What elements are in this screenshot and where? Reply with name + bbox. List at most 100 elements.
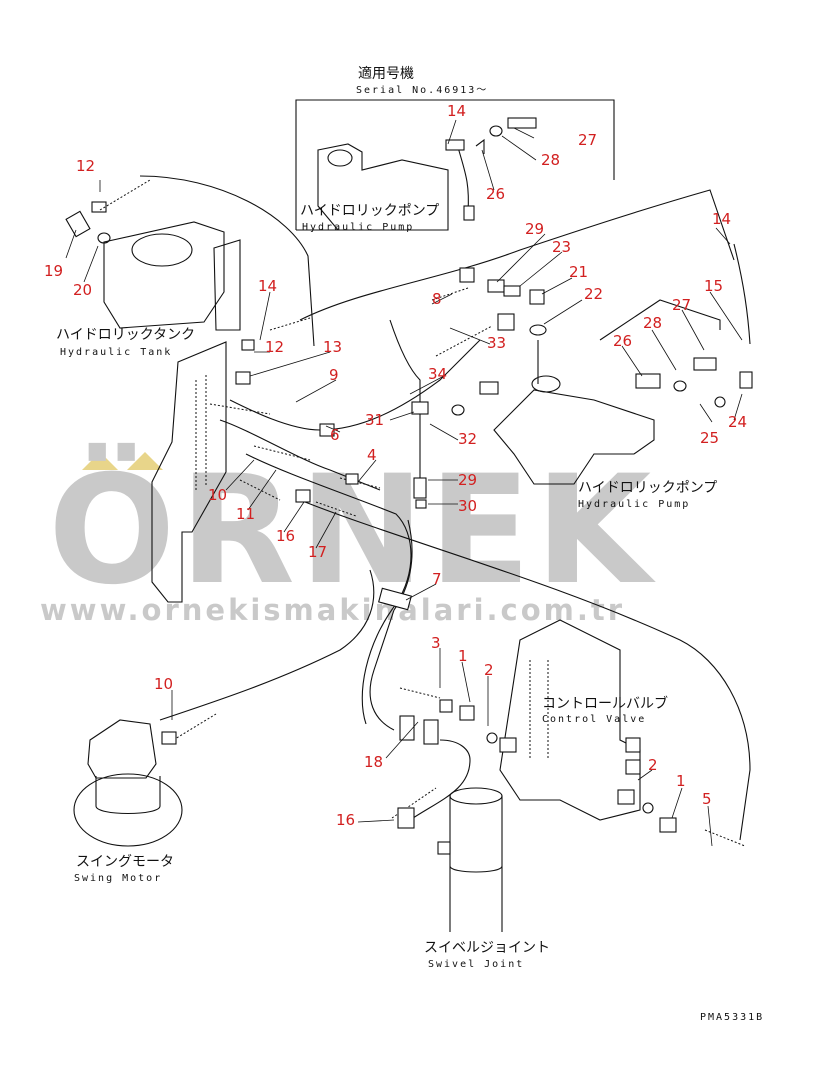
inset-fitting: [463, 205, 475, 221]
fitting-16-lower: [397, 807, 415, 829]
part-label: 1: [676, 772, 686, 790]
valve-port-1: [625, 737, 641, 753]
hose-14-end: [733, 243, 751, 345]
hose-12-upper: [139, 175, 315, 347]
part-label: 11: [236, 505, 255, 523]
bolt-34: [479, 381, 499, 395]
part-label: 10: [208, 486, 227, 504]
part-label: 29: [458, 471, 477, 489]
part-label: 28: [541, 151, 560, 169]
pump-inlet: [531, 375, 561, 393]
part-label: 10: [154, 675, 173, 693]
motor-caption-jp: スイングモータ: [76, 854, 174, 870]
part-label: 19: [44, 262, 63, 280]
hydraulic-pump: ハイドロリックポンプ Hydraulic Pump: [493, 299, 753, 510]
inset-clamp: [445, 139, 465, 151]
serial-box-frame: [295, 99, 615, 230]
fitting-30: [415, 499, 427, 509]
swivel-joint: スイベルジョイント Swivel Joint: [424, 787, 550, 970]
clamp-18b: [423, 719, 439, 745]
hose-8-29: [389, 319, 421, 480]
serial-title-jp: 適用号機: [358, 65, 414, 82]
tank-caption-jp: ハイドロリックタンク: [56, 327, 195, 343]
part-label: 1: [458, 647, 468, 665]
part-label: 4: [367, 446, 377, 464]
bracket-outline: [151, 341, 227, 603]
clamp-31: [411, 401, 429, 415]
valve-port-3: [617, 789, 635, 805]
part-label: 14: [447, 102, 466, 120]
motor-base: [95, 776, 161, 815]
pump-caption-en: Hydraulic Pump: [578, 499, 690, 510]
clamp-7: [378, 587, 412, 611]
hose-14-long: [299, 189, 735, 321]
part-label: 7: [432, 570, 442, 588]
part-label: 16: [336, 811, 355, 829]
fitting-13: [235, 371, 251, 385]
oring-2-left: [486, 732, 498, 744]
part-label: 32: [458, 430, 477, 448]
part-label: 5: [702, 790, 712, 808]
part-label: 27: [672, 296, 691, 314]
part-label: 30: [458, 497, 477, 515]
part-label: 20: [73, 281, 92, 299]
motor-flange: [73, 773, 183, 847]
piping: [99, 175, 751, 847]
pump-body: [493, 389, 655, 485]
swivel-fitting: [437, 841, 451, 855]
part-label: 23: [552, 238, 571, 256]
fitting-23: [487, 279, 505, 293]
part-labels: 14 27 28 26 14 29 23 21 22 12 19 20 14 1…: [44, 102, 747, 829]
tank-oring: [97, 232, 111, 244]
watermark-brand: ÖRNEK: [48, 442, 656, 618]
fitting-33: [497, 313, 515, 331]
tank-caption-en: Hydraulic Tank: [60, 347, 172, 358]
watermark-accent-right: [127, 452, 163, 470]
part-label: 9: [329, 366, 339, 384]
frame-bracket: [151, 341, 227, 603]
part-label: 34: [428, 365, 447, 383]
tank-elbow: [91, 201, 107, 213]
serial-inset: 適用号機 Serial No.46913～ ハイドロリックポンプ Hydraul…: [295, 65, 615, 233]
part-label: 12: [265, 338, 284, 356]
part-label: 2: [648, 756, 658, 774]
watermark-url: www.ornekismakinalari.com.tr: [40, 593, 625, 627]
inset-tube: [455, 139, 469, 213]
washer-28: [673, 380, 687, 392]
part-label: 15: [704, 277, 723, 295]
motor-caption-en: Swing Motor: [74, 873, 162, 884]
part-label: 24: [728, 413, 747, 431]
valve-caption-en: Control Valve: [542, 714, 646, 725]
serial-title-en: Serial No.46913～: [356, 85, 488, 96]
swivel-top: [449, 787, 503, 805]
hose-10-lower: [159, 569, 375, 721]
tank-side-bracket: [213, 239, 241, 331]
hose-16-lower: [409, 739, 471, 821]
fitting-21: [503, 285, 521, 297]
part-label: 26: [486, 185, 505, 203]
inset-bolt: [507, 117, 537, 129]
part-label: 12: [76, 157, 95, 175]
part-label: 27: [578, 131, 597, 149]
hose-5-long: [299, 499, 751, 841]
part-label: 26: [613, 332, 632, 350]
inset-washer: [489, 125, 503, 137]
fitting-24: [739, 371, 753, 389]
part-label: 29: [525, 220, 544, 238]
part-label: 14: [712, 210, 731, 228]
washer-34: [451, 404, 465, 416]
inset-pump-en: Hydraulic Pump: [302, 222, 414, 233]
pump-caption-jp: ハイドロリックポンプ: [578, 480, 717, 496]
watermark-accent-left: [82, 452, 118, 470]
part-label: 13: [323, 338, 342, 356]
swivel-caption-jp: スイベルジョイント: [424, 940, 550, 956]
leader-lines: [65, 119, 743, 847]
part-label: 28: [643, 314, 662, 332]
part-label: 33: [487, 334, 506, 352]
hose-4: [219, 419, 381, 491]
tank-port: [131, 233, 193, 267]
inset-bracket: [475, 138, 485, 154]
tank-body: [103, 221, 225, 329]
fitting-elbow-21: [529, 289, 545, 305]
